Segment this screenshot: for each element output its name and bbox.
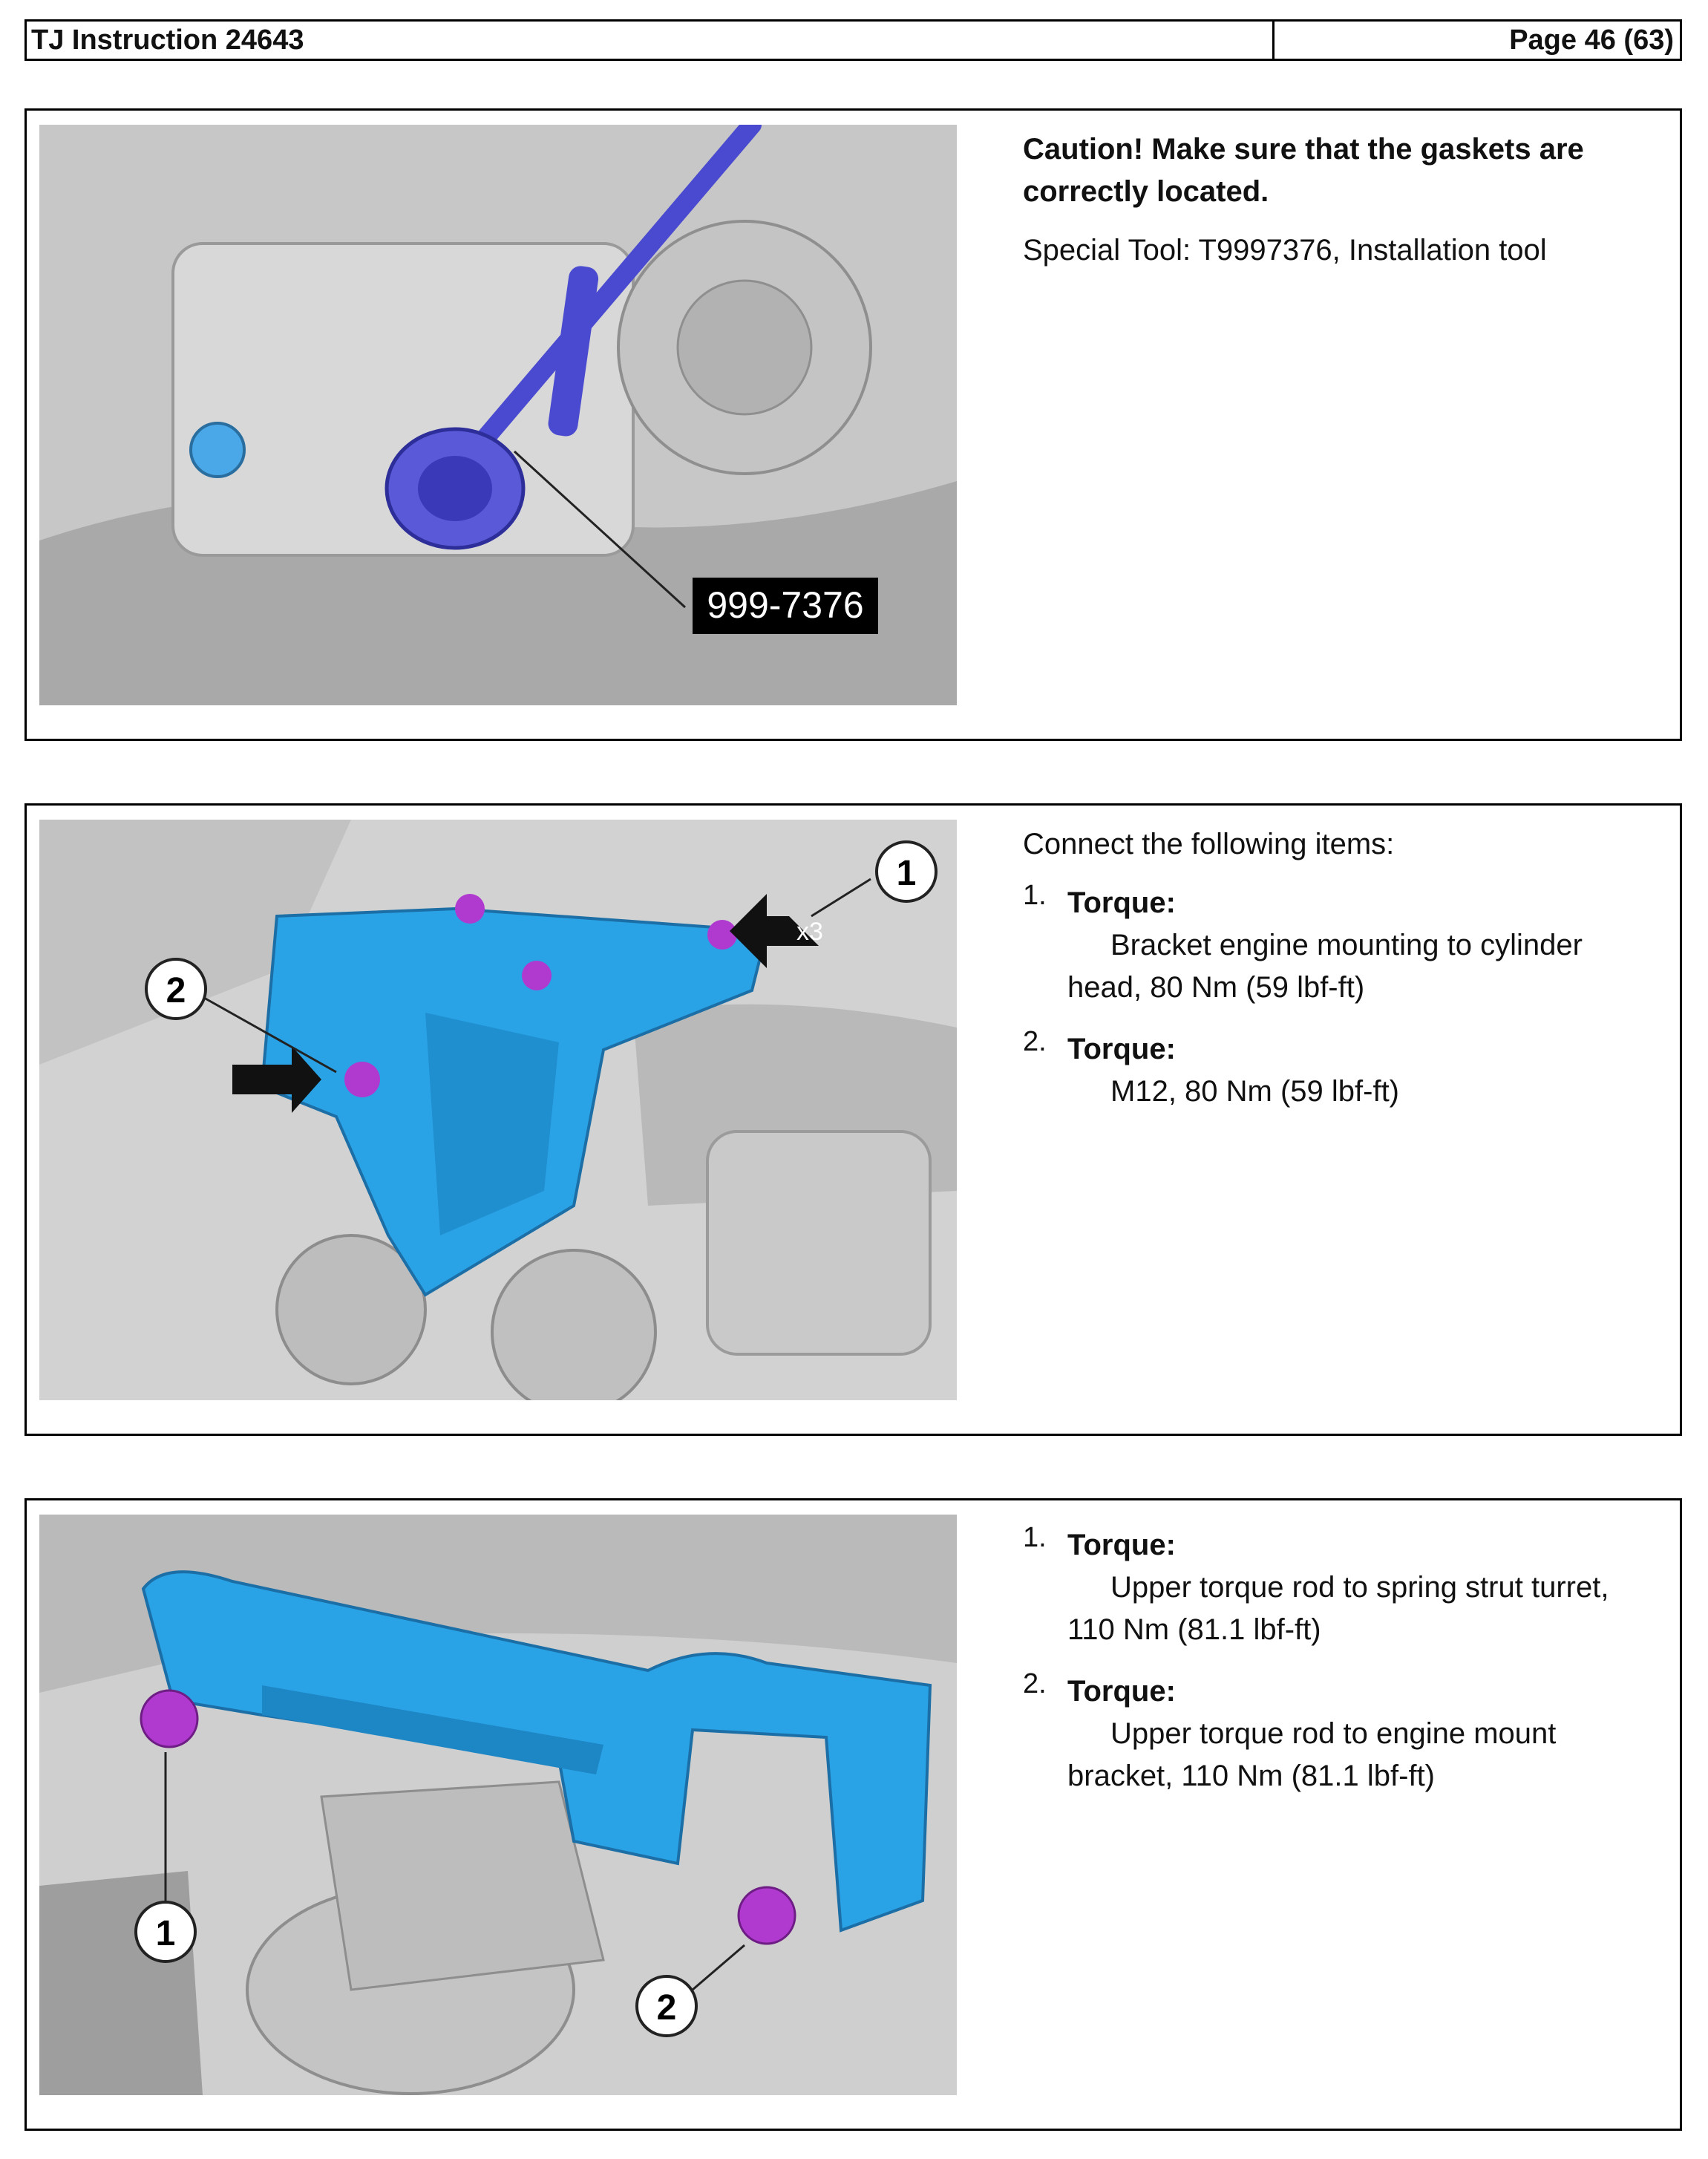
step-2-text: Connect the following items: 1. Torque: … xyxy=(1023,823,1661,1132)
page-header: TJ Instruction 24643 Page 46 (63) xyxy=(24,19,1682,61)
item-value: Bracket engine mounting to cylinder head… xyxy=(1067,929,1583,1004)
step-3-illustration: 1 2 xyxy=(39,1515,957,2095)
item-number: 1. xyxy=(1023,880,1047,911)
step-3-text: 1. Torque: Upper torque rod to spring st… xyxy=(1023,1518,1661,1817)
callout-1: 1 xyxy=(156,1914,176,1953)
item-label: Torque: xyxy=(1067,886,1176,919)
tool-number-label: 999-7376 xyxy=(707,584,863,626)
special-tool-note: Special Tool: T9997376, Installation too… xyxy=(1023,234,1547,267)
list-item: 2. Torque: M12, 80 Nm (59 lbf-ft) xyxy=(1023,1026,1661,1113)
bolt-icon xyxy=(707,920,737,950)
item-label: Torque: xyxy=(1067,1529,1176,1561)
arrow-left-icon xyxy=(730,894,819,968)
caution-note: Caution! Make sure that the gaskets are … xyxy=(1023,133,1584,208)
bolt-icon xyxy=(737,1886,796,1945)
bolt-icon xyxy=(140,1689,199,1748)
arrow-right-icon xyxy=(232,1046,321,1113)
bolt-icon xyxy=(455,894,485,924)
item-value: Upper torque rod to spring strut turret,… xyxy=(1067,1571,1609,1646)
torque-rod-illustration: 1 2 xyxy=(39,1515,957,2095)
item-value: Upper torque rod to engine mount bracket… xyxy=(1067,1717,1557,1792)
engine-tool-illustration: 999-7376 xyxy=(39,125,957,705)
bracket-mount-illustration: x3 1 2 xyxy=(39,820,957,1400)
item-label: Torque: xyxy=(1067,1033,1176,1065)
item-number: 2. xyxy=(1023,1668,1047,1699)
step-box-3: 1 2 1. Torque: Upper torque rod to sprin… xyxy=(24,1498,1682,2131)
item-number: 2. xyxy=(1023,1026,1047,1057)
item-value: M12, 80 Nm (59 lbf-ft) xyxy=(1110,1075,1400,1108)
multiplier-label: x3 xyxy=(796,918,823,946)
bolt-icon xyxy=(344,1062,380,1097)
item-label: Torque: xyxy=(1067,1675,1176,1708)
step-1-text: Caution! Make sure that the gaskets are … xyxy=(1023,128,1661,288)
step-2-illustration: x3 1 2 xyxy=(39,820,957,1400)
callout-1: 1 xyxy=(897,854,917,893)
bolt-icon xyxy=(522,961,552,990)
intro-text: Connect the following items: xyxy=(1023,828,1395,860)
callout-2: 2 xyxy=(657,1988,677,2028)
page-number: Page 46 (63) xyxy=(1509,24,1674,56)
list-item: 1. Torque: Upper torque rod to spring st… xyxy=(1023,1522,1661,1651)
step-box-1: 999-7376 Caution! Make sure that the gas… xyxy=(24,108,1682,741)
step-1-illustration: 999-7376 xyxy=(39,125,957,705)
callout-2: 2 xyxy=(166,971,186,1010)
step-box-2: x3 1 2 Connect the following items: 1. T… xyxy=(24,803,1682,1436)
item-number: 1. xyxy=(1023,1522,1047,1553)
list-item: 2. Torque: Upper torque rod to engine mo… xyxy=(1023,1668,1661,1797)
gasket-icon xyxy=(189,422,246,478)
document-title: TJ Instruction 24643 xyxy=(27,22,1275,59)
list-item: 1. Torque: Bracket engine mounting to cy… xyxy=(1023,880,1661,1009)
